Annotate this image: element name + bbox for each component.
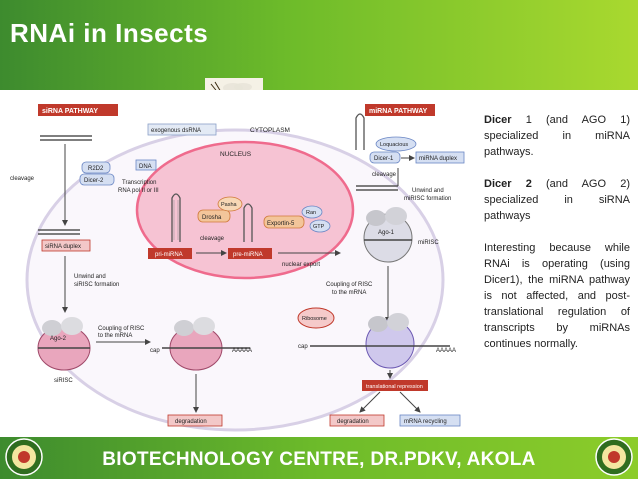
nuclear-export-label: nuclear export bbox=[282, 262, 320, 268]
ago2-complex bbox=[37, 317, 91, 371]
transcription-line1: Transcription bbox=[122, 180, 156, 186]
cleavage-nucleus-label: cleavage bbox=[200, 236, 225, 242]
rnai-pathway-diagram: siRNA PATHWAY miRNA PATHWAY exogenous ds… bbox=[0, 90, 470, 435]
note-dicer1-bold: Dicer bbox=[484, 114, 512, 126]
mirna-recycling-label: mRNA recycling bbox=[404, 419, 447, 425]
mirna-pathway-label: miRNA PATHWAY bbox=[369, 108, 428, 115]
sirna-duplex-label: siRNA duplex bbox=[45, 244, 81, 250]
pre-mirna-hairpin bbox=[243, 203, 253, 242]
coupling-left-line1: Coupling of RISC bbox=[98, 326, 145, 332]
r2d2-label: R2D2 bbox=[88, 166, 104, 172]
target-mrna-left bbox=[162, 317, 250, 371]
unwind-left-line2: siRISC formation bbox=[74, 282, 119, 288]
mirna-duplex-label: miRNA duplex bbox=[419, 156, 457, 162]
drosha-label: Drosha bbox=[202, 215, 222, 221]
pasha-label: Pasha bbox=[221, 202, 238, 208]
note-dicer1-rest: 1 (and AGO 1) specialized in miRNA pathw… bbox=[484, 114, 630, 158]
sirisc-label: siRISC bbox=[54, 378, 73, 384]
ran-label: Ran bbox=[306, 210, 316, 216]
note-interesting: Interesting because while RNAi is operat… bbox=[484, 242, 630, 350]
transcription-line2: RNA pol II or III bbox=[118, 188, 159, 194]
note-dicer2-bold: Dicer 2 bbox=[484, 178, 532, 190]
aaaaa-right-label: AAAAA bbox=[436, 348, 456, 354]
notes-text: Dicer 1 (and AGO 1) specialized in miRNA… bbox=[484, 112, 630, 368]
translational-repression-label: translational repression bbox=[366, 384, 423, 390]
cap-right-label: cap bbox=[298, 344, 308, 350]
coupling-right-line1: Coupling of RISC bbox=[326, 282, 373, 288]
note-dicer2-rest: (and AGO 2) specialized in siRNA pathway… bbox=[484, 178, 630, 222]
university-emblem-right bbox=[595, 438, 633, 476]
ago1-complex bbox=[363, 207, 413, 263]
cytoplasm-label: CYTOPLASM bbox=[250, 127, 290, 134]
unwind-right-line1: Unwind and bbox=[412, 188, 444, 194]
cap-left-label: cap bbox=[150, 348, 160, 354]
degradation-right-label: degradation bbox=[337, 419, 369, 425]
footer-title: BIOTECHNOLOGY CENTRE, DR.PDKV, AKOLA bbox=[102, 449, 536, 470]
unwind-left-line1: Unwind and bbox=[74, 274, 106, 280]
pri-mirna-label: pri-miRNA bbox=[155, 252, 183, 258]
note-dicer2: Dicer 2 (and AGO 2) specialized in siRNA… bbox=[484, 176, 630, 224]
sirna-strands bbox=[38, 229, 80, 235]
dicer1-label: Dicer-1 bbox=[374, 156, 394, 162]
title-banner: RNAi in Insects bbox=[0, 0, 638, 90]
coupling-right-line2: to the mRNA bbox=[332, 290, 366, 296]
coupling-left-line2: to the mRNA bbox=[98, 333, 132, 339]
target-mrna-right bbox=[310, 313, 450, 369]
mirna-hairpin-cytoplasm bbox=[355, 113, 365, 150]
pre-mirna-label: pre-miRNA bbox=[233, 252, 263, 258]
exportin-label: Exportin-5 bbox=[267, 221, 295, 227]
aaaaa-left-label: AAAAA bbox=[232, 348, 252, 354]
cleavage-left-label: cleavage bbox=[10, 176, 35, 182]
cleavage-right-label: cleavage bbox=[372, 172, 397, 178]
sirna-pathway-label: siRNA PATHWAY bbox=[42, 108, 98, 115]
nucleus-label: NUCLEUS bbox=[220, 151, 252, 158]
slide-title: RNAi in Insects bbox=[10, 18, 209, 48]
ago1-label: Ago-1 bbox=[378, 230, 395, 236]
degradation-left-label: degradation bbox=[175, 419, 207, 425]
ribosome bbox=[297, 307, 335, 329]
footer-banner: BIOTECHNOLOGY CENTRE, DR.PDKV, AKOLA bbox=[0, 437, 638, 479]
university-emblem-left bbox=[5, 438, 43, 476]
unwind-right-line2: miRISC formation bbox=[404, 196, 451, 202]
ribosome-label: Ribosome bbox=[302, 316, 327, 322]
dsrna-strand bbox=[40, 135, 92, 141]
exogenous-dsrna-label: exogenous dsRNA bbox=[151, 128, 201, 134]
pri-mirna-hairpin bbox=[171, 193, 181, 242]
mirna-strands bbox=[356, 185, 398, 191]
nucleus bbox=[135, 140, 355, 280]
gtp-label: GTP bbox=[313, 224, 325, 230]
dna-label: DNA bbox=[139, 164, 152, 170]
ago2-label: Ago-2 bbox=[50, 336, 67, 342]
dicer2-label: Dicer-2 bbox=[84, 178, 104, 184]
note-dicer1: Dicer 1 (and AGO 1) specialized in miRNA… bbox=[484, 112, 630, 160]
loquacious-label: Loquacious bbox=[380, 142, 408, 148]
mirisc-label: miRISC bbox=[418, 240, 439, 246]
